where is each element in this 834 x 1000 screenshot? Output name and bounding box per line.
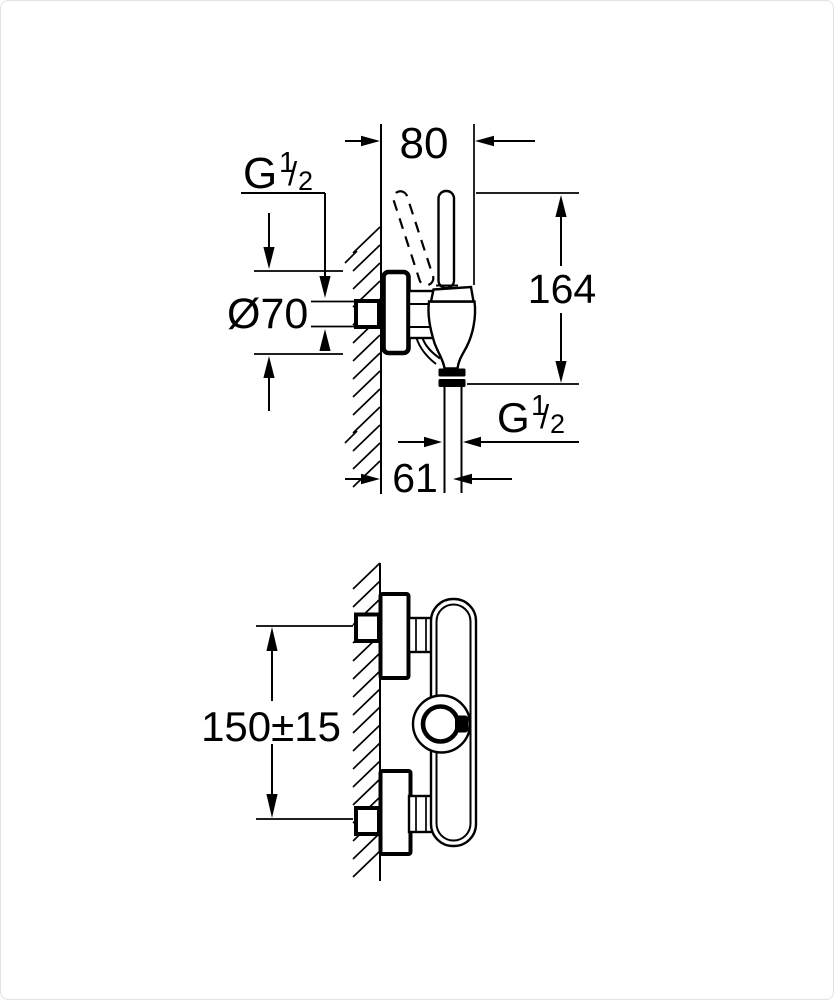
dial-marker bbox=[455, 715, 469, 733]
arrow-left-icon bbox=[475, 135, 494, 147]
dial-inner-ring bbox=[420, 704, 461, 744]
s-union-curve bbox=[415, 337, 441, 365]
arrow-right-icon bbox=[424, 436, 442, 448]
control-dial bbox=[411, 694, 472, 754]
thread-outlet-num: 1 bbox=[531, 390, 547, 422]
dim-61-label: 61 bbox=[392, 455, 438, 501]
thread-inlet-num: 1 bbox=[279, 147, 295, 179]
front-view: 150±15 bbox=[201, 562, 478, 881]
arrow-down-icon bbox=[263, 247, 275, 269]
dim-61: 61 bbox=[345, 455, 512, 501]
arrow-right-icon bbox=[361, 473, 380, 485]
thread-inlet-den: 2 bbox=[298, 166, 313, 196]
dim-164-label: 164 bbox=[528, 266, 596, 312]
arrow-left-icon bbox=[453, 473, 472, 485]
dim-80-label: 80 bbox=[400, 119, 449, 168]
thread-inlet-slash: / bbox=[288, 155, 298, 192]
arrow-up-icon bbox=[555, 195, 567, 217]
dim-164: 164 bbox=[467, 192, 596, 385]
arrow-down-icon bbox=[555, 361, 567, 383]
thread-label-inlet: G 1 / 2 bbox=[241, 147, 358, 351]
shower-hose bbox=[443, 387, 463, 493]
escutcheon-side bbox=[381, 269, 411, 356]
thread-outlet-g: G bbox=[497, 394, 530, 441]
arrow-down-icon bbox=[319, 276, 331, 298]
cartridge-cap bbox=[429, 285, 475, 303]
arrow-up-icon bbox=[319, 329, 331, 351]
thread-label-outlet: G 1 / 2 bbox=[398, 390, 579, 448]
arrow-right-icon bbox=[361, 135, 380, 147]
lever-handle-alt bbox=[392, 190, 435, 287]
arrow-down-icon bbox=[266, 794, 278, 818]
arrow-up-icon bbox=[263, 356, 275, 378]
inlet-connector-top bbox=[354, 612, 381, 643]
dim-150-label: 150±15 bbox=[201, 703, 341, 750]
union-nut-bottom bbox=[407, 794, 435, 834]
thread-inlet-g: G bbox=[243, 149, 277, 198]
outlet-nut bbox=[438, 368, 466, 387]
arrow-up-icon bbox=[266, 627, 278, 651]
wall-hatch-side bbox=[344, 226, 381, 488]
dim-70: Ø70 bbox=[227, 213, 343, 411]
dim-80: 80 bbox=[345, 119, 535, 285]
dim-70-label: Ø70 bbox=[227, 290, 308, 338]
lever-handle bbox=[437, 189, 456, 290]
thread-outlet-den: 2 bbox=[550, 409, 565, 439]
inlet-connector-bottom bbox=[354, 806, 381, 836]
side-view: 80 G 1 / 2 Ø70 bbox=[227, 119, 596, 501]
escutcheon-bottom bbox=[378, 769, 413, 856]
escutcheon-top bbox=[378, 592, 411, 680]
union-nut-top bbox=[407, 616, 435, 654]
dim-150: 150±15 bbox=[201, 625, 353, 820]
thread-outlet-slash: / bbox=[540, 398, 550, 435]
arrow-left-icon bbox=[463, 436, 481, 448]
inlet-connector-side bbox=[354, 299, 381, 329]
